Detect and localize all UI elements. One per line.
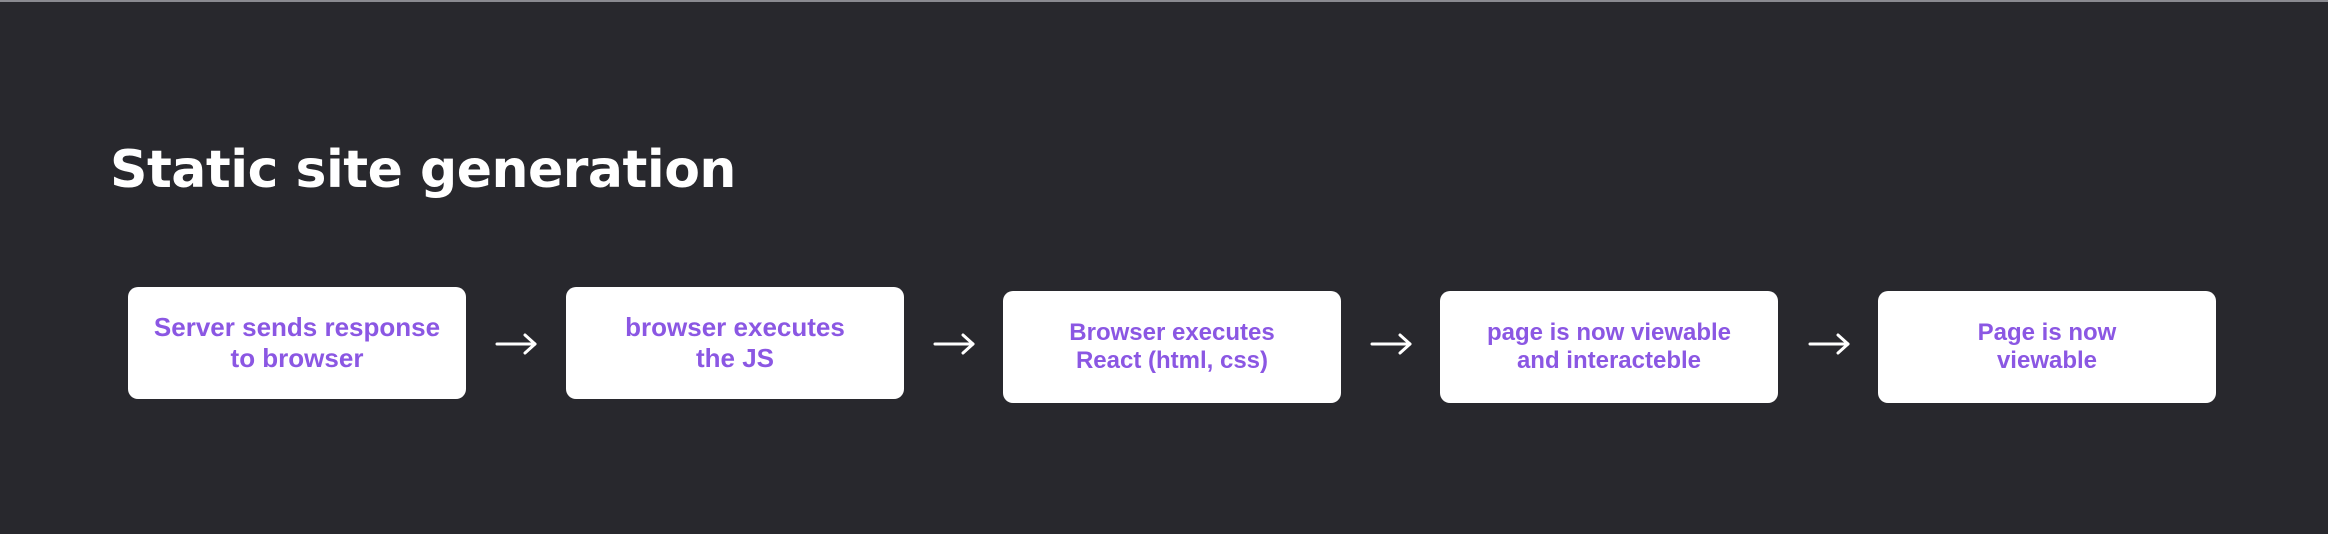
right-arrow-icon bbox=[933, 332, 977, 356]
flow-step-browser-executes-react: Browser executes React (html, css) bbox=[1003, 291, 1341, 403]
right-arrow-icon bbox=[495, 332, 539, 356]
flow-step-label: Page is now viewable bbox=[1977, 319, 2117, 374]
flow-step-label: Server sends response to browser bbox=[153, 312, 441, 373]
flow-step-page-viewable: Page is now viewable bbox=[1878, 291, 2216, 403]
flow-step-browser-executes-js: browser executes the JS bbox=[566, 287, 904, 399]
flow-step-label: page is now viewable and interacteble bbox=[1486, 319, 1732, 374]
flow-step-label: Browser executes React (html, css) bbox=[1069, 319, 1275, 374]
flow-step-page-viewable-interactable: page is now viewable and interacteble bbox=[1440, 291, 1778, 403]
top-border bbox=[0, 0, 2328, 2]
right-arrow-icon bbox=[1808, 332, 1852, 356]
diagram-title: Static site generation bbox=[110, 140, 736, 200]
flow-step-label: browser executes the JS bbox=[625, 312, 845, 373]
flow-step-server-sends-response: Server sends response to browser bbox=[128, 287, 466, 399]
right-arrow-icon bbox=[1370, 332, 1414, 356]
